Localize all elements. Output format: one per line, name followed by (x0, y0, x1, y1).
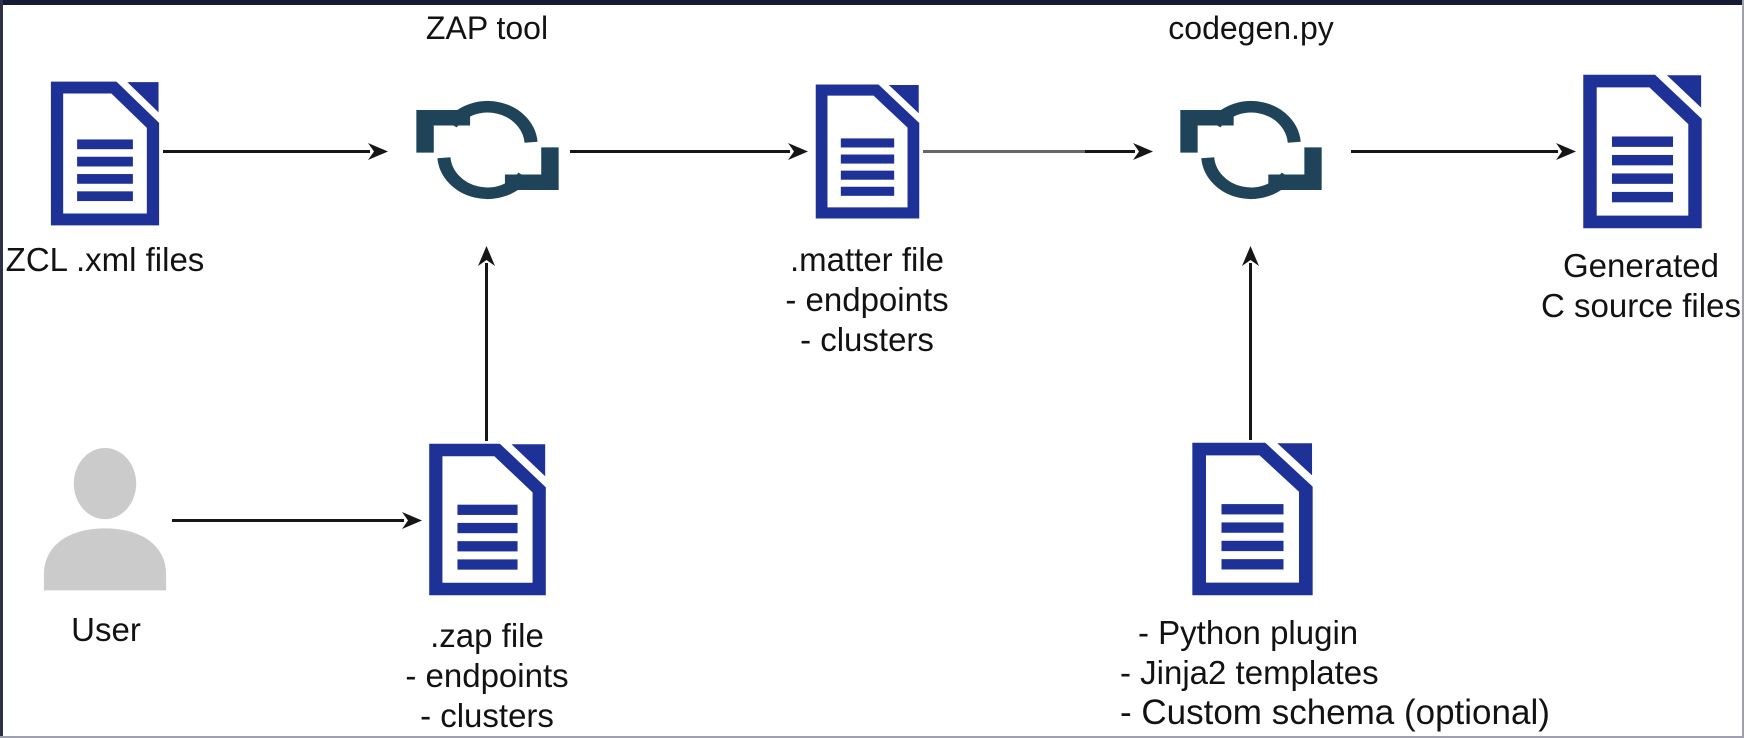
arrowhead-up-icon (478, 246, 495, 266)
document-icon (47, 80, 163, 227)
arrow-codegen-to-generated (1351, 143, 1576, 160)
connector-matterfile-to-codegen (923, 150, 1085, 153)
document-icon (1188, 441, 1317, 597)
frame-border-right (1742, 0, 1744, 738)
sync-icon (1176, 83, 1326, 217)
arrowhead-up-icon (1242, 246, 1259, 266)
frame-border-left (0, 0, 3, 738)
document-icon (1579, 73, 1706, 230)
arrow-codegeninputs-to-codegen (1242, 246, 1259, 440)
zap-tool-label: ZAP tool (425, 10, 549, 46)
arrow-matterfile-to-codegen (1085, 143, 1153, 160)
frame-border-bottom (0, 736, 1744, 738)
arrow-zapfile-to-zaptool (478, 246, 495, 441)
user-label: User (71, 611, 141, 648)
matter-file-label: .matter file - endpoints - clusters (785, 241, 949, 358)
arrowhead-right-icon (1133, 143, 1153, 160)
arrowhead-right-icon (368, 143, 388, 160)
codegen-label: codegen.py (1168, 10, 1334, 46)
arrow-zclfiles-to-zaptool (163, 143, 388, 160)
arrowhead-right-icon (402, 512, 422, 529)
zcl-files-label: ZCL .xml files (5, 241, 205, 278)
user-icon (40, 448, 170, 593)
document-icon (812, 83, 923, 220)
generated-files-label: Generated C source files (1541, 247, 1741, 324)
codegen-inputs-label: - Python plugin - Jinja2 templates - Cus… (1120, 614, 1550, 732)
arrow-user-to-zapfile (172, 512, 422, 529)
arrow-zaptool-to-matterfile (570, 143, 808, 160)
sync-icon (412, 83, 563, 217)
arrowhead-right-icon (788, 143, 808, 160)
frame-border-top (0, 0, 1744, 5)
zap-file-label: .zap file - endpoints - clusters (405, 617, 569, 734)
document-icon (425, 442, 550, 597)
arrowhead-right-icon (1556, 143, 1576, 160)
